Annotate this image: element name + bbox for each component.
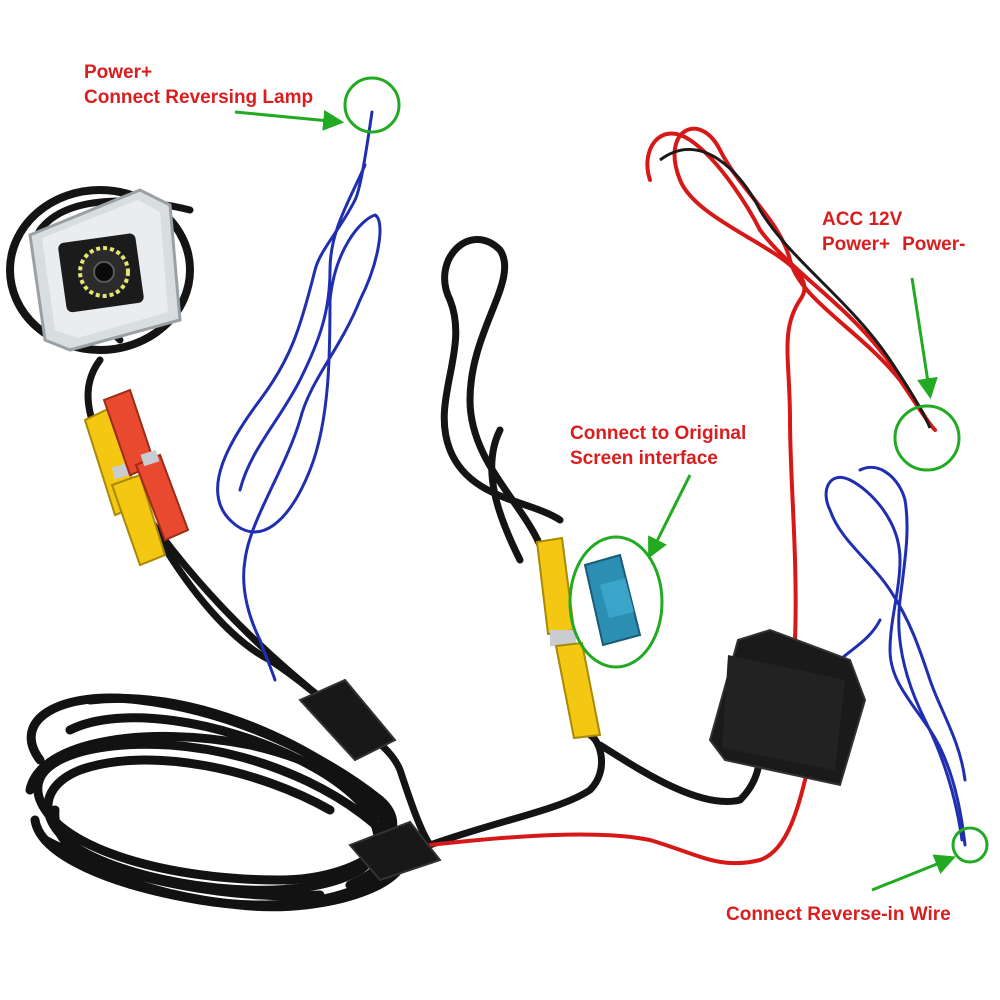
blue-wire-reverse: [824, 465, 967, 847]
black-ground-wire: [659, 148, 932, 429]
green-arrow-icon: [234, 109, 345, 131]
label-connect-original: Connect to Original: [570, 423, 747, 444]
label-acc-power: ACC 12V Power+ Power-: [822, 207, 965, 257]
green-circle-icon: [893, 404, 961, 472]
label-screen-interface: Connect to Original Screen interface: [570, 421, 746, 471]
green-arrow-icon: [871, 854, 956, 892]
label-reverse-in: Connect Reverse-in Wire: [726, 902, 951, 927]
label-acc-power-plus: Power+: [822, 234, 891, 255]
green-circle-icon: [951, 826, 989, 864]
rca-connector-center: [535, 536, 602, 740]
camera-icon: [6, 186, 194, 354]
label-power-plus: Power+: [84, 62, 153, 83]
green-circle-icon: [568, 535, 664, 669]
control-box: [708, 628, 867, 787]
label-connect-reverse-in-wire: Connect Reverse-in Wire: [726, 904, 951, 925]
green-arrow-icon: [910, 277, 938, 400]
cable-joints: [298, 678, 442, 882]
label-reversing-lamp: Power+ Connect Reversing Lamp: [84, 60, 313, 110]
label-acc-power-minus: Power-: [902, 234, 966, 255]
screen-interface-connector: [583, 553, 642, 647]
blue-wire-lamp: [216, 110, 382, 682]
green-circle-icon: [343, 76, 401, 134]
label-connect-reversing-lamp: Connect Reversing Lamp: [84, 87, 314, 108]
rca-connectors-left: [83, 388, 190, 567]
label-screen-interface-text: Screen interface: [570, 448, 718, 469]
label-acc-12v: ACC 12V: [822, 209, 903, 230]
annotations: [234, 76, 989, 892]
green-arrow-icon: [648, 474, 692, 559]
